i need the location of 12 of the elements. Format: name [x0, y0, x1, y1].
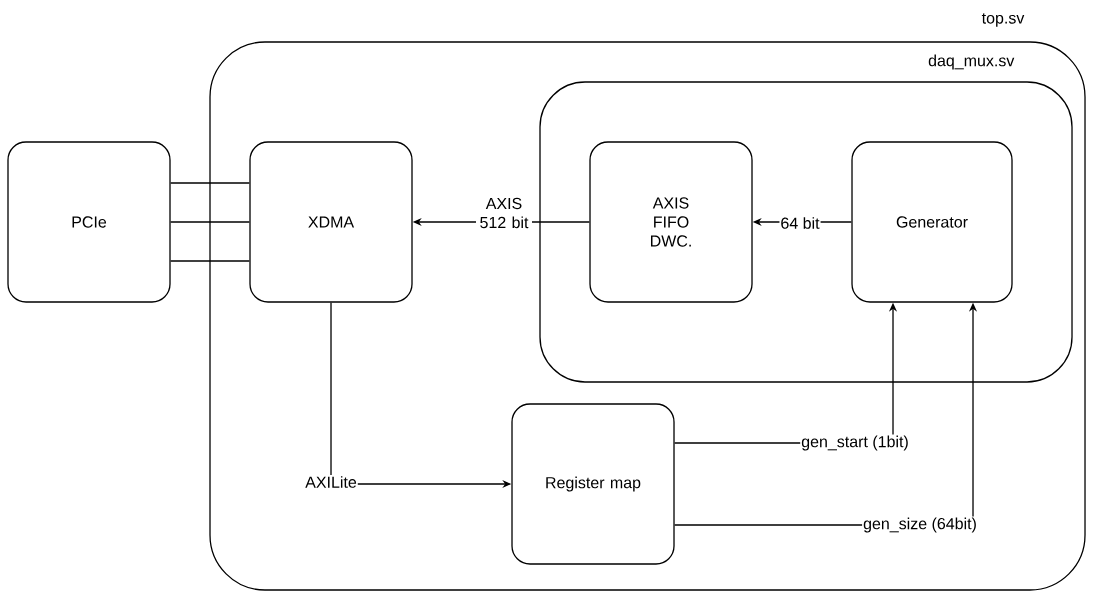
edge-label: gen_start (1bit)	[800, 434, 910, 452]
edge-label: AXILite	[304, 475, 358, 489]
block-box: PCIe	[7, 141, 171, 303]
block-box: AXIS FIFO DWC.	[589, 141, 753, 303]
edge-label: gen_size (64bit)	[862, 516, 978, 534]
block-box: Generator	[851, 141, 1013, 303]
block-box: XDMA	[249, 141, 413, 303]
edge-label: AXIS 512 bit	[476, 196, 532, 230]
edge-label: 64 bit	[779, 216, 821, 230]
module-label: daq_mux.sv	[928, 54, 1015, 70]
module-label: top.sv	[981, 13, 1025, 27]
block-box: Register map	[511, 403, 675, 565]
